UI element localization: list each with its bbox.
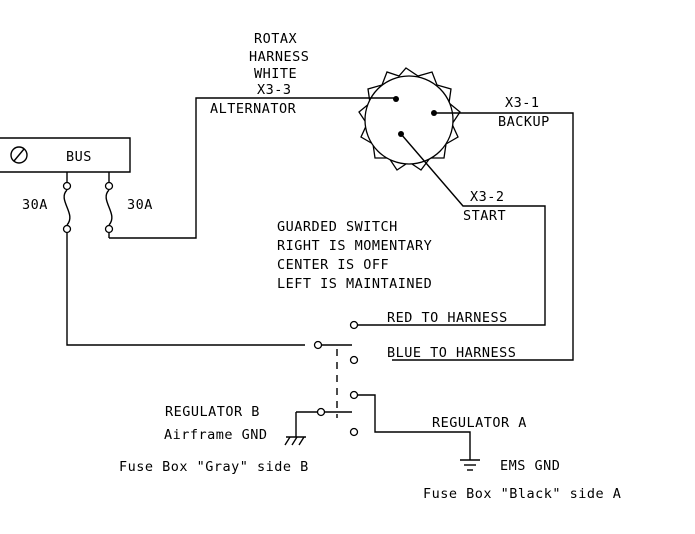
switch-terminals (313, 320, 359, 437)
label-alternator: ALTERNATOR (210, 101, 297, 117)
label-x3-2: X3-2 (470, 189, 505, 205)
label-switch-center: CENTER IS OFF (277, 257, 389, 273)
label-white: WHITE (254, 66, 297, 82)
label-blue-harness: BLUE TO HARNESS (387, 345, 516, 361)
label-switch-title: GUARDED SWITCH (277, 219, 398, 235)
label-airframe-gnd: Airframe GND (164, 427, 268, 443)
label-backup: BACKUP (498, 114, 550, 130)
terminal-blue (349, 355, 359, 365)
airframe-ground-hatch-1 (284, 436, 291, 446)
switch-body (364, 75, 454, 165)
bus-feed-wire (66, 232, 305, 346)
label-fuse-box-gray: Fuse Box "Gray" side B (119, 459, 309, 475)
fuse-left-terminal-top (62, 181, 72, 191)
fuse-right (104, 172, 114, 238)
alternator-wire (109, 97, 396, 239)
terminal-reg-b (316, 407, 326, 417)
label-x3-3: X3-3 (257, 82, 292, 98)
label-rotax: ROTAX (254, 31, 297, 47)
fuse-right-terminal-top (104, 181, 114, 191)
bus-box (0, 137, 131, 173)
ems-ground-icon (460, 459, 480, 471)
label-harness: HARNESS (249, 49, 309, 65)
label-switch-left: LEFT IS MAINTAINED (277, 276, 432, 292)
label-ems-gnd: EMS GND (500, 458, 560, 474)
labels: ROTAX HARNESS WHITE X3-3 ALTERNATOR X3-1… (22, 31, 621, 502)
label-regulator-b: REGULATOR B (165, 404, 260, 420)
terminal-reg-a-top (349, 390, 359, 400)
label-bus: BUS (66, 149, 92, 165)
fuse-right-element (105, 189, 113, 226)
backup-wire (392, 112, 574, 361)
regulator-a-wire (357, 394, 471, 460)
fuse-left-terminal-bottom (62, 224, 72, 234)
label-fuse-left: 30A (22, 197, 48, 213)
label-x3-1: X3-1 (505, 95, 540, 111)
switch-terminal-x3-3 (393, 96, 399, 102)
ignition-switch (358, 67, 461, 171)
terminal-common (313, 340, 323, 350)
label-fuse-box-black: Fuse Box "Black" side A (423, 486, 621, 502)
start-wire (358, 133, 546, 326)
label-red-harness: RED TO HARNESS (387, 310, 508, 326)
label-regulator-a: REGULATOR A (432, 415, 527, 431)
airframe-ground-hatch-2 (291, 436, 298, 446)
fuse-right-terminal-bottom (104, 224, 114, 234)
airframe-ground-hatch-3 (298, 436, 305, 446)
label-fuse-right: 30A (127, 197, 153, 213)
bus-block (0, 137, 131, 173)
airframe-ground-icon (284, 426, 306, 446)
fuse-left (62, 172, 72, 234)
fuse-left-element (63, 189, 71, 226)
terminal-red (349, 320, 359, 330)
label-switch-right: RIGHT IS MOMENTARY (277, 238, 432, 254)
bus-stud-slash (13, 148, 25, 162)
label-start: START (463, 208, 506, 224)
terminal-reg-a-bottom (349, 427, 359, 437)
